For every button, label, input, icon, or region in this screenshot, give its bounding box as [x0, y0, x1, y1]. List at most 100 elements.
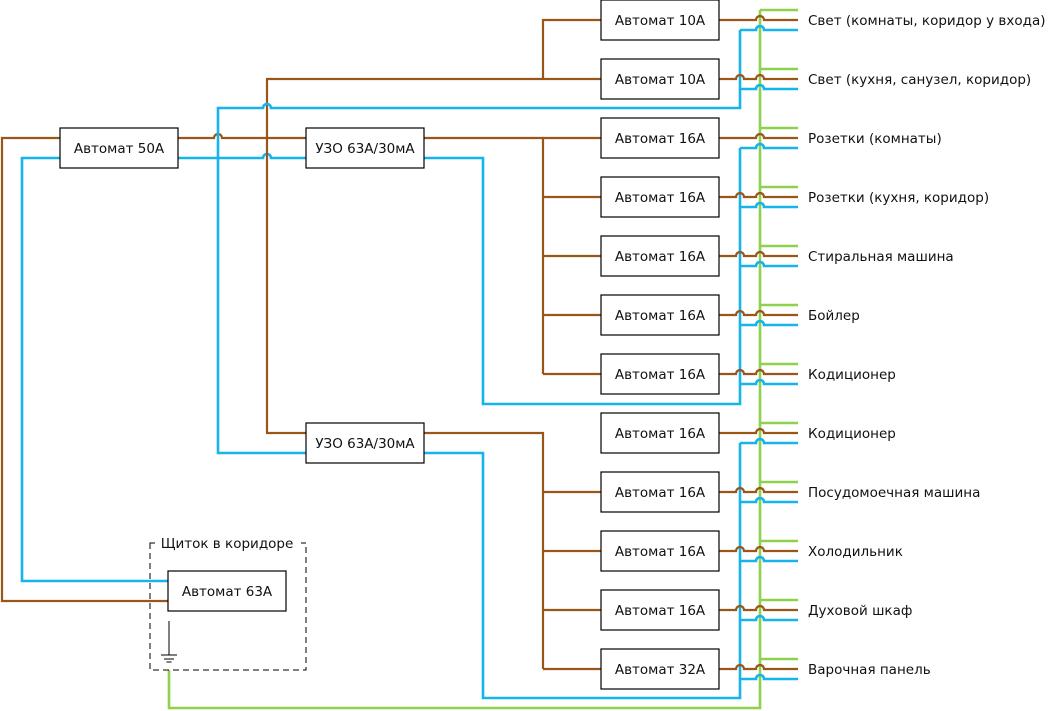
circuit-neutral-wire — [740, 378, 798, 386]
circuit-load-label: Кодиционер — [808, 367, 896, 383]
circuit-load-label: Посудомоечная машина — [808, 485, 980, 501]
wires — [0, 8, 798, 710]
circuit-neutral-wire — [740, 437, 798, 445]
circuit-breaker-label: Автомат 16А — [615, 367, 706, 383]
panel-title-bg — [155, 533, 301, 553]
circuit-load-label: Духовой шкаф — [808, 603, 912, 619]
circuit-phase-wire — [719, 486, 798, 494]
circuit-row: Автомат 16А Духовой шкаф — [600, 589, 912, 631]
circuit-neutral-wire — [740, 201, 798, 209]
circuit-phase-wire — [719, 427, 798, 435]
circuit-neutral-wire — [740, 260, 798, 268]
circuit-breaker[interactable] — [600, 648, 720, 690]
circuit-row: Автомат 16А Кодиционер — [600, 412, 896, 454]
circuit-neutral-wire — [740, 496, 798, 504]
circuit-load-label: Розетки (комнаты) — [808, 131, 942, 147]
circuit-load-label: Свет (комнаты, коридор у входа) — [808, 13, 1045, 29]
ground-bus-wire — [167, 10, 762, 710]
rcd-1-label: УЗО 63А/30мА — [315, 141, 415, 157]
circuit-breaker[interactable] — [600, 235, 720, 277]
ground-icon — [161, 621, 177, 663]
circuit-breaker[interactable] — [600, 294, 720, 336]
corridor-panel: Щиток в коридоре Автомат 63А — [149, 533, 307, 671]
neutral-light-wire — [216, 30, 742, 158]
circuit-neutral-wire — [740, 555, 798, 563]
circuit-load-label: Варочная панель — [808, 662, 931, 678]
panel-title: Щиток в коридоре — [161, 536, 294, 552]
panel-frame — [149, 542, 307, 671]
panel-breaker[interactable] — [167, 570, 287, 612]
circuit-breaker[interactable] — [600, 58, 720, 100]
circuit-row: Автомат 16А Розетки (комнаты) — [600, 117, 942, 159]
circuit-breaker[interactable] — [600, 353, 720, 395]
circuit-breaker-label: Автомат 16А — [615, 190, 706, 206]
circuit-load-label: Холодильник — [808, 544, 903, 560]
circuit-phase-wire — [719, 545, 798, 553]
circuit-row: Автомат 32А Варочная панель — [600, 648, 931, 690]
circuit-neutral-wire — [740, 142, 798, 150]
circuit-load-label: Кодиционер — [808, 426, 896, 442]
circuit-breaker[interactable] — [600, 589, 720, 631]
neutral-rcd2-wire — [216, 158, 306, 455]
main-breaker[interactable] — [59, 127, 179, 169]
circuit-breaker[interactable] — [600, 471, 720, 513]
circuit-breaker-label: Автомат 16А — [615, 426, 706, 442]
main-breaker-label: Автомат 50А — [74, 141, 165, 157]
circuit-load-label: Бойлер — [808, 308, 860, 324]
circuit-breaker-label: Автомат 16А — [615, 603, 706, 619]
circuit-phase-wire — [719, 191, 798, 199]
circuit-breaker-label: Автомат 16А — [615, 249, 706, 265]
circuit-row: Автомат 16А Бойлер — [600, 294, 860, 336]
circuit-phase-wire — [719, 368, 798, 376]
phase-bypass-wire — [265, 77, 543, 435]
circuit-row: Автомат 16А Холодильник — [600, 530, 903, 572]
circuit-load-label: Свет (кухня, санузел, коридор) — [808, 72, 1031, 88]
circuit-breaker[interactable] — [600, 412, 720, 454]
circuit-breaker-label: Автомат 16А — [615, 308, 706, 324]
circuit-neutral-wire — [740, 83, 798, 91]
circuit-load-label: Стиральная машина — [808, 249, 954, 265]
circuit-phase-wire — [719, 663, 798, 671]
circuit-breaker[interactable] — [600, 176, 720, 218]
circuit-phase-wire — [719, 250, 798, 258]
phase-rcd2-bus — [424, 431, 545, 669]
circuit-breaker-label: Автомат 16А — [615, 544, 706, 560]
neutral-feed-wire — [20, 156, 168, 583]
circuit-neutral-wire — [740, 319, 798, 327]
circuit-phase-wire — [719, 73, 798, 81]
circuit-neutral-wire — [740, 614, 798, 622]
circuit-row: Автомат 16А Посудомоечная машина — [600, 471, 980, 513]
phase-light-branch — [541, 18, 601, 81]
circuit-neutral-wire — [740, 24, 798, 32]
circuit-phase-wire — [719, 309, 798, 317]
circuit-row: Автомат 10А Свет (комнаты, коридор у вход… — [600, 0, 1045, 41]
circuit-phase-wire — [719, 132, 798, 140]
neutral-rcd2-bus — [424, 443, 742, 700]
circuit-neutral-wire — [740, 673, 798, 681]
circuits: Автомат 10А Свет (комнаты, коридор у вход… — [600, 0, 1045, 690]
circuit-breaker[interactable] — [600, 530, 720, 572]
circuit-phase-wire — [719, 14, 798, 22]
panel-breaker-label: Автомат 63А — [182, 584, 273, 600]
circuit-breaker-label: Автомат 32А — [615, 662, 706, 678]
circuit-breaker[interactable] — [600, 0, 720, 41]
circuit-breaker-label: Автомат 10А — [615, 72, 706, 88]
neutral-main-wire — [178, 152, 306, 160]
circuit-phase-wire — [719, 604, 798, 612]
phase-main-wire — [178, 132, 306, 140]
rcd-2-label: УЗО 63А/30мА — [315, 436, 415, 452]
rcd-1[interactable] — [305, 127, 425, 169]
neutral-rcd1-bus — [424, 148, 742, 406]
circuit-row: Автомат 16А Кодиционер — [600, 353, 896, 395]
circuit-breaker-label: Автомат 16А — [615, 131, 706, 147]
circuit-breaker[interactable] — [600, 117, 720, 159]
circuit-row: Автомат 16А Розетки (кухня, коридор) — [600, 176, 989, 218]
circuit-load-label: Розетки (кухня, коридор) — [808, 190, 989, 206]
rcd-2[interactable] — [305, 422, 425, 464]
circuit-row: Автомат 10А Свет (кухня, санузел, коридор… — [600, 58, 1031, 100]
circuit-breaker-label: Автомат 10А — [615, 13, 706, 29]
phase-feed-wire — [0, 136, 168, 603]
circuit-row: Автомат 16А Стиральная машина — [600, 235, 954, 277]
circuit-breaker-label: Автомат 16А — [615, 485, 706, 501]
